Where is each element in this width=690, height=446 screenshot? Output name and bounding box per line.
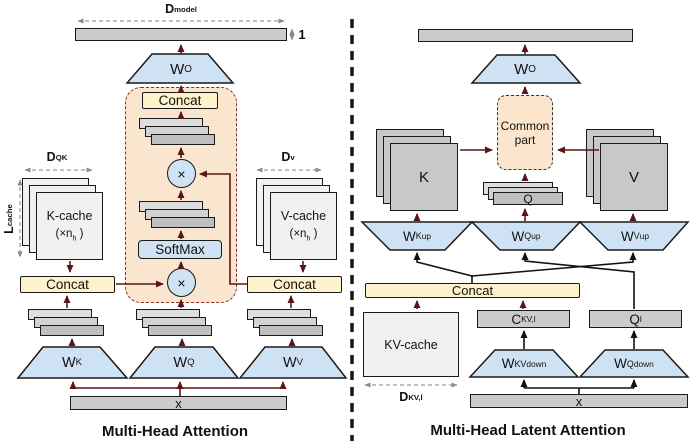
kv-cache-box: KV-cache (363, 312, 459, 377)
concat-k-box: Concat (20, 276, 115, 293)
concat-v-box: Concat (247, 276, 342, 293)
multiply-circle-top: × (167, 159, 196, 188)
multiply-circle-bottom: × (167, 268, 196, 297)
concat-main-box: Concat (365, 283, 580, 298)
mha-caption: Multi-Head Attention (101, 422, 249, 440)
output-bar-right (418, 29, 633, 42)
concat-heads-box: Concat (142, 92, 218, 109)
k-cache-box: K-cache (×nh ) (36, 192, 103, 260)
mhla-caption: Multi-Head Latent Attention (430, 421, 626, 439)
input-x-bar-left: x (70, 396, 287, 411)
v-matrix-box: V (600, 143, 668, 211)
q-heads-box: Q (493, 192, 563, 206)
k-matrix-box: K (390, 143, 458, 211)
v-cache-box: V-cache (×nh ) (270, 192, 337, 260)
output-bar-left (75, 28, 287, 41)
softmax-box: SoftMax (138, 240, 222, 259)
input-x-bar-right: x (470, 394, 688, 409)
height-one-label: 1 (298, 27, 306, 42)
common-part-box: Common part (497, 95, 553, 170)
